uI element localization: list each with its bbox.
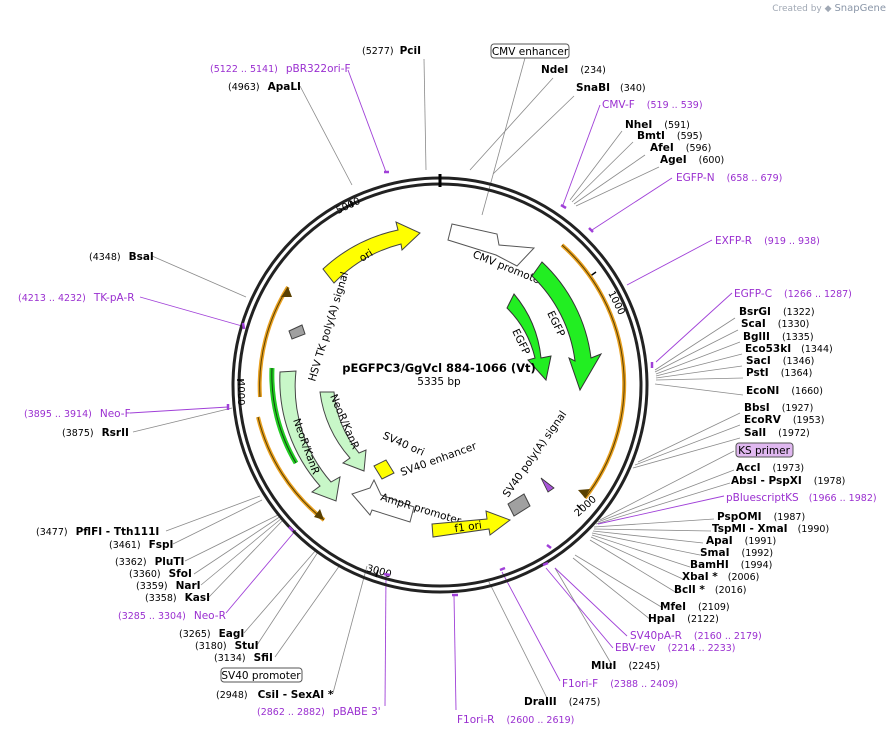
primer-f1ori-f[interactable]: F1ori-F(2388 .. 2409) [562,678,678,690]
site-agei[interactable]: AgeI(600) [660,154,724,166]
site-sfoi[interactable]: (3360)SfoI [129,568,192,580]
primer-cmv-f[interactable]: CMV-F(519 .. 539) [602,99,703,111]
feature-ampr-promoter[interactable]: AmpR promoter [351,478,463,527]
site-fspi[interactable]: (3461)FspI [109,539,173,551]
feature-f1-ori[interactable]: f1 ori [431,510,512,538]
primer-labels: (5122 .. 5141)pBR322ori-F CMV-F(519 .. 5… [18,63,877,726]
site-pcii[interactable]: (5277)PciI [362,45,421,57]
restriction-sites: (5277)PciI NdeI(234) SnaBI(340) NheI(591… [36,45,845,708]
feature-label-sv40-polya: SV40 poly(A) signal [501,409,570,500]
orange-arc-cores [257,244,625,521]
site-pspomi[interactable]: PspOMI(1987) [717,511,805,523]
site-acci[interactable]: AccI(1973) [736,462,804,474]
site-stui[interactable]: (3180)StuI [195,640,259,652]
feature-label-sv40-ori: SV40 ori [381,430,426,459]
arrowhead-icon [314,509,324,520]
feature-cmv-promoter[interactable]: CMV promoter [447,223,546,288]
snapgene-logo: Created by ◆ SnapGene [772,3,886,14]
site-apali[interactable]: (4963)ApaLI [228,81,301,93]
site-saci[interactable]: SacI(1346) [746,355,814,367]
leader-lines [129,57,744,711]
site-snabi[interactable]: SnaBI(340) [576,82,646,94]
site-sali[interactable]: SalI(1972) [744,427,810,439]
snapgene-icon: ◆ [824,4,832,14]
primer-neo-f[interactable]: (3895 .. 3914)Neo-F [24,408,131,420]
site-bsrgi[interactable]: BsrGI(1322) [739,306,815,318]
primer-marks [226,170,654,597]
site-eagi[interactable]: (3265)EagI [179,628,244,640]
site-rsrii[interactable]: (3875)RsrII [62,427,129,439]
site-xbai[interactable]: XbaI *(2006) [682,571,759,583]
logo-prefix: Created by [772,4,822,14]
tick-4000: 4000 [235,380,246,405]
arrowhead-icon [281,287,292,297]
site-hpai[interactable]: HpaI(2122) [648,613,719,625]
site-tspmi-xmai[interactable]: TspMI - XmaI(1990) [712,523,829,535]
plasmid-name: pEGFPC3/GgVcl 884-1066 (Vt) [342,361,535,375]
neo-inner-arc [269,367,299,465]
feature-ori[interactable]: ori [322,221,421,284]
primer-pbluescriptks[interactable]: pBluescriptKS(1966 .. 1982) [726,492,877,504]
logo-brand: SnapGene [834,3,886,14]
feature-label-ks-primer: KS primer [738,445,790,457]
arrowhead-icon [578,489,590,498]
site-csii-sexai[interactable]: (2948)CsiI - SexAI * [216,689,334,701]
site-econi[interactable]: EcoNI(1660) [746,385,823,397]
site-pluti[interactable]: (3362)PluTI [115,556,184,568]
primer-egfp-n[interactable]: EGFP-N(658 .. 679) [676,172,782,184]
site-smai[interactable]: SmaI(1992) [700,547,773,559]
feature-cmv-enhancer-box[interactable]: CMV enhancer [490,43,570,59]
site-bglii[interactable]: BglII(1335) [743,331,814,343]
site-mfei[interactable]: MfeI(2109) [660,601,730,613]
site-pflfi-tth111i[interactable]: (3477)PflFI - Tth111I [36,526,159,538]
site-ecorv[interactable]: EcoRV(1953) [744,414,824,426]
feature-label-sv40-promoter: SV40 promoter [221,670,301,682]
primer-exfp-r[interactable]: EXFP-R(919 .. 938) [715,235,820,247]
site-draiii[interactable]: DraIII(2475) [524,696,600,708]
primer-tk-pa-r[interactable]: (4213 .. 4232)TK-pA-R [18,292,135,304]
primer-f1ori-r[interactable]: F1ori-R(2600 .. 2619) [457,714,574,726]
primer-pbabe-3[interactable]: (2862 .. 2882)pBABE 3' [257,706,381,718]
site-nari[interactable]: (3359)NarI [136,580,201,592]
site-absi-pspxi[interactable]: AbsI - PspXI(1978) [731,475,845,487]
primer-ebv-rev[interactable]: EBV-rev(2214 .. 2233) [615,642,736,654]
site-bmti[interactable]: BmtI(595) [637,130,702,142]
feature-label-cmv-enhancer: CMV enhancer [492,46,569,58]
plasmid-size: 5335 bp [417,376,461,388]
site-kasi[interactable]: (3358)KasI [145,592,210,604]
feature-neor-inner[interactable]: NeoR/KanR [319,391,367,472]
feature-sv40-promoter-box[interactable]: SV40 promoter [220,667,303,683]
site-scai[interactable]: ScaI(1330) [741,318,809,330]
site-bsai[interactable]: (4348)BsaI [89,251,154,263]
plasmid-backbone [231,174,649,594]
feature-sv40-polya-signal[interactable]: SV40 poly(A) signal [501,409,570,517]
primer-pbr322ori-f[interactable]: (5122 .. 5141)pBR322ori-F [210,63,351,75]
site-eco53ki[interactable]: Eco53kI(1344) [745,343,833,355]
primer-egfp-c[interactable]: EGFP-C(1266 .. 1287) [734,288,852,300]
site-psti[interactable]: PstI(1364) [746,367,812,379]
site-apai[interactable]: ApaI(1991) [706,535,776,547]
site-bbsi[interactable]: BbsI(1927) [744,402,813,414]
feature-egfp-inner[interactable]: EGFP [506,293,552,382]
site-sfii[interactable]: (3134)SfiI [214,652,273,664]
site-afei[interactable]: AfeI(596) [650,142,711,154]
primer-sv40pa-r[interactable]: SV40pA-R(2160 .. 2179) [630,630,762,642]
site-nhei[interactable]: NheI(591) [625,119,690,131]
primer-neo-r[interactable]: (3285 .. 3304)Neo-R [118,610,226,622]
site-bamhi[interactable]: BamHI(1994) [690,559,772,571]
feature-ks-primer-box[interactable]: KS primer [735,442,794,458]
site-mlui[interactable]: MluI(2245) [591,660,660,672]
site-bcli[interactable]: BclI *(2016) [674,584,746,596]
site-ndei[interactable]: NdeI(234) [541,64,606,76]
feature-label-f1-ori: f1 ori [454,519,483,535]
